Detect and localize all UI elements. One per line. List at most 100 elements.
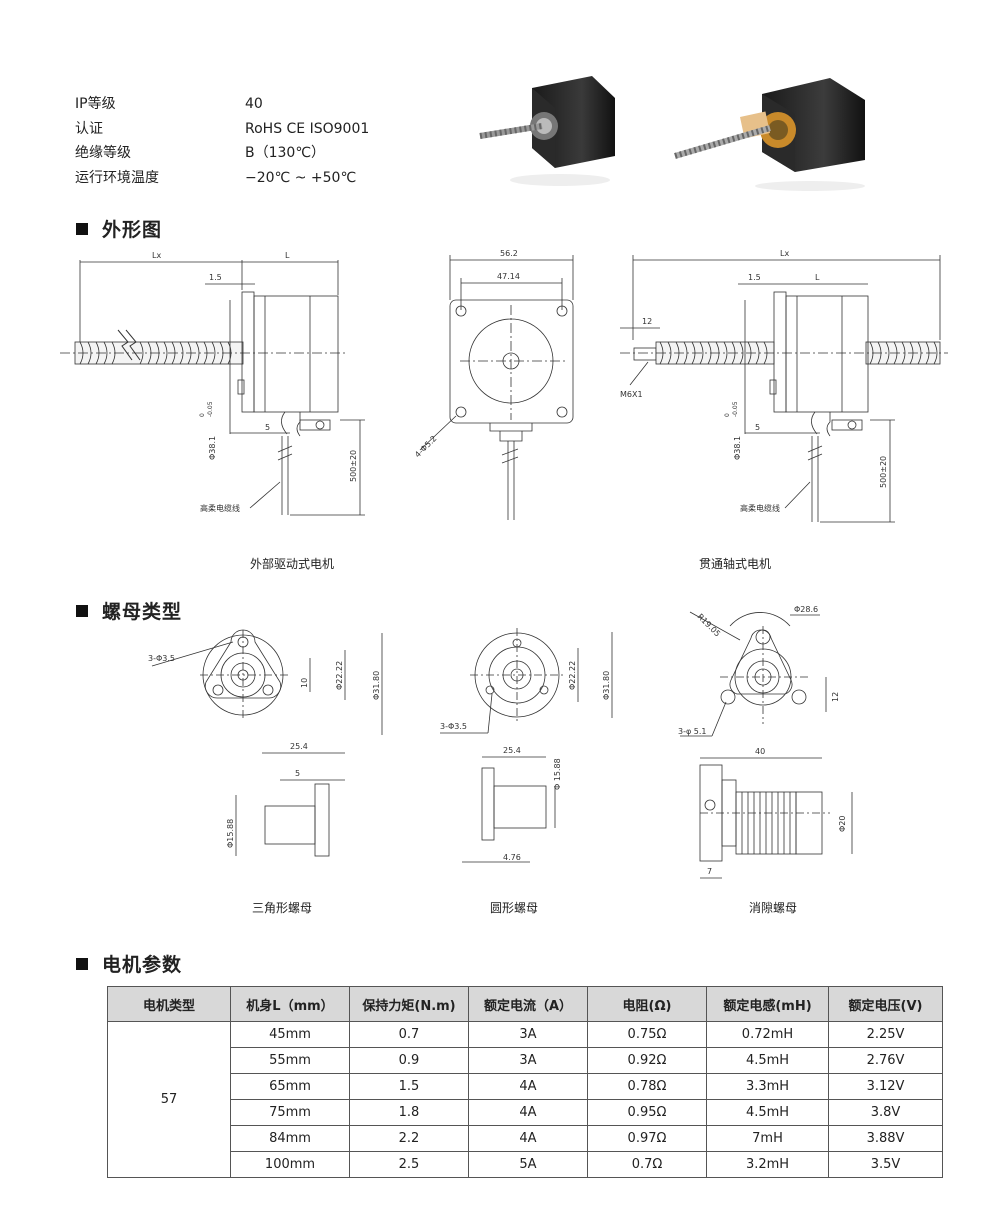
dim-diameter-tol-upper: 0 [199, 413, 206, 417]
caption-external-motor: 外部驱动式电机 [249, 557, 334, 571]
section-title-motor-params: 电机参数 [76, 950, 182, 977]
dim-cable-through: 500±20 [879, 456, 888, 488]
table-cell: 0.7Ω [587, 1151, 707, 1178]
drawing-external-motor: Lx L 1.5 Φ38.1 -0.05 0 5 500±20 高 [60, 251, 365, 516]
table-row: 57 45mm 0.7 3A 0.75Ω 0.72mH 2.25V [107, 1021, 943, 1178]
table-cell: 45mm [230, 1021, 350, 1048]
dim-cable: 500±20 [349, 450, 358, 482]
section-title-nut-types: 螺母类型 [76, 597, 182, 624]
spec-key: 绝缘等级 [75, 145, 131, 161]
cable-label-through: 高柔电缆线 [740, 503, 780, 513]
dim-5: 5 [265, 423, 270, 432]
spec-key: 认证 [75, 120, 103, 137]
caption-through-motor: 贯通轴式电机 [698, 557, 771, 571]
dim-holes: 4-Φ5.2 [413, 434, 438, 459]
nut-holes-antibacklash: 3-φ 5.1 [678, 727, 707, 736]
dim-22-22: Φ22.22 [335, 661, 344, 690]
table-cell: 3A [468, 1021, 588, 1048]
column-header: 额定电流（A） [468, 986, 588, 1022]
dim-15-88-round: Φ 15.88 [553, 758, 562, 790]
table-row: 65mm 1.5 4A 0.78Ω 3.3mH 3.12V [108, 1073, 943, 1100]
dim-lx: Lx [152, 251, 161, 260]
square-bullet-icon [76, 222, 88, 235]
table-cell: 0.9 [349, 1047, 469, 1074]
table-cell: 3.5V [828, 1151, 943, 1178]
dim-12-nut: 12 [831, 692, 840, 702]
drawing-through-motor: Lx 1.5 L 12 M6X1 Φ38.1 -0.05 0 5 500±20 [620, 249, 948, 523]
table-cell: 0.92Ω [587, 1047, 707, 1074]
section-title-text: 螺母类型 [102, 601, 183, 623]
drawing-triangle-nut: 3-Φ3.5 10 Φ22.22 Φ31.80 25.4 5 Φ15.88 [148, 629, 383, 857]
dim-31-80-round: Φ31.80 [602, 671, 611, 700]
column-header: 机身L（mm） [230, 986, 350, 1022]
dim-l-through: L [815, 273, 820, 282]
drawing-front-view: 56.2 47.14 4-Φ5.2 [413, 249, 574, 520]
motor-params-table: 电机类型 机身L（mm） 保持力矩(N.m) 额定电流（A） 电阻(Ω) 额定电… [107, 986, 943, 1178]
table-row: 84mm 2.2 4A 0.97Ω 7mH 3.88V [108, 1125, 943, 1152]
spec-value: 40 [245, 96, 263, 112]
table-cell: 0.95Ω [587, 1099, 707, 1126]
dim-20: Φ20 [838, 816, 847, 832]
table-cell: 100mm [230, 1151, 350, 1178]
column-header: 额定电压(V) [828, 986, 943, 1022]
dim-5-nut: 5 [295, 769, 300, 778]
table-cell: 3.3mH [706, 1073, 829, 1100]
table-cell: 2.25V [828, 1021, 943, 1048]
dim-47-14: 47.14 [497, 272, 520, 281]
table-cell: 4.5mH [706, 1099, 829, 1126]
dim-25-4: 25.4 [290, 742, 308, 751]
dim-56-2: 56.2 [500, 249, 518, 258]
dim-1-5-through: 1.5 [748, 273, 761, 282]
table-cell: 2.2 [349, 1125, 469, 1152]
column-header: 额定电感(mH) [706, 986, 829, 1022]
table-cell: 0.7 [349, 1021, 469, 1048]
spec-value: RoHS CE ISO9001 [245, 120, 370, 137]
spec-row: 运行环境温度−20℃ ~ +50℃ [75, 166, 369, 191]
section-title-text: 电机参数 [102, 954, 183, 976]
motor-type-cell: 57 [107, 1021, 231, 1178]
dim-31-80: Φ31.80 [372, 671, 381, 700]
dim-1-5: 1.5 [209, 273, 222, 282]
column-header: 保持力矩(N.m) [349, 986, 469, 1022]
table-row: 75mm 1.8 4A 0.95Ω 4.5mH 3.8V [108, 1099, 943, 1126]
dim-radius: R19.05 [696, 612, 722, 638]
drawing-antibacklash-nut: R19.05 Φ28.6 12 3-φ 5.1 40 Φ20 7 [678, 605, 853, 879]
dim-28-6: Φ28.6 [794, 605, 818, 614]
table-row: 100mm 2.5 5A 0.7Ω 3.2mH 3.5V [108, 1151, 943, 1178]
dim-4-76: 4.76 [503, 853, 521, 862]
table-row: 55mm 0.9 3A 0.92Ω 4.5mH 2.76V [108, 1047, 943, 1074]
column-header: 电机类型 [107, 986, 231, 1022]
table-cell: 0.78Ω [587, 1073, 707, 1100]
dim-25-4-round: 25.4 [503, 746, 521, 755]
dim-diameter: Φ38.1 [208, 436, 217, 460]
table-cell: 3.12V [828, 1073, 943, 1100]
dim-l: L [285, 251, 290, 260]
spec-value: −20℃ ~ +50℃ [245, 169, 357, 186]
table-cell: 84mm [230, 1125, 350, 1152]
table-cell: 65mm [230, 1073, 350, 1100]
table-cell: 4A [468, 1073, 588, 1100]
table-cell: 75mm [230, 1099, 350, 1126]
dim-diameter-tol-upper-through: 0 [724, 413, 731, 417]
section-title-outline: 外形图 [76, 215, 162, 242]
table-cell: 0.97Ω [587, 1125, 707, 1152]
motor-photo-external [479, 76, 615, 186]
square-bullet-icon [76, 604, 88, 617]
table-cell: 3.2mH [706, 1151, 829, 1178]
table-cell: 55mm [230, 1047, 350, 1074]
table-cell: 0.72mH [706, 1021, 829, 1048]
caption-antibacklash-nut: 消隙螺母 [748, 901, 797, 915]
section-title-text: 外形图 [102, 219, 163, 241]
table-cell: 4A [468, 1125, 588, 1152]
spec-row: 认证 RoHS CE ISO9001 [75, 117, 369, 142]
table-cell: 4A [468, 1099, 588, 1126]
dim-diameter-tol: -0.05 [207, 401, 214, 417]
dim-15-88: Φ15.88 [226, 819, 235, 848]
dim-5-through: 5 [755, 423, 760, 432]
technical-drawings: Lx L 1.5 Φ38.1 -0.05 0 5 500±20 高 [60, 249, 948, 879]
table-cell: 3.8V [828, 1099, 943, 1126]
table-cell: 2.76V [828, 1047, 943, 1074]
